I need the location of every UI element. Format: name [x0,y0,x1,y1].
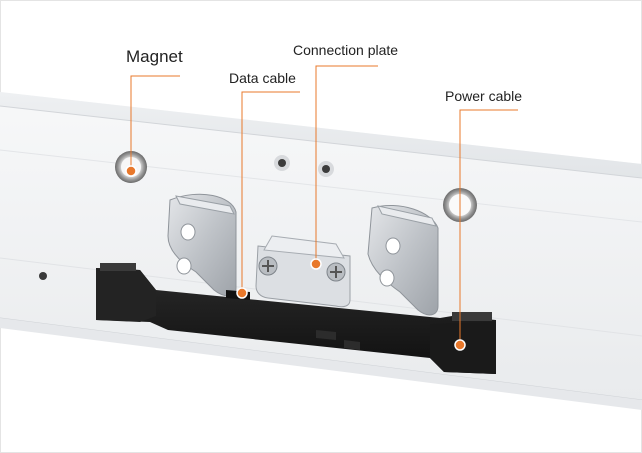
power-cable-marker-dot [454,339,466,351]
callout-lines [130,65,518,345]
callout-dots [125,165,466,351]
connection-plate-leader-line [315,65,378,264]
data-cable-callout-label: Data cable [229,70,296,86]
data-cable-marker-dot [236,287,248,299]
magnet-marker-dot [125,165,137,177]
spring-clip-right [367,204,439,316]
connection-plate [255,235,351,308]
magnet-leader-line [130,75,180,171]
power-cable-leader-line [459,109,518,345]
magnet-callout-label: Magnet [126,47,183,66]
rail-holes [39,155,334,280]
connection-plate-marker-dot [310,258,322,270]
data-cable-leader-line [241,91,300,293]
connection-plate-callout-label: Connection plate [293,42,399,58]
power-cable-callout-label: Power cable [445,88,523,104]
